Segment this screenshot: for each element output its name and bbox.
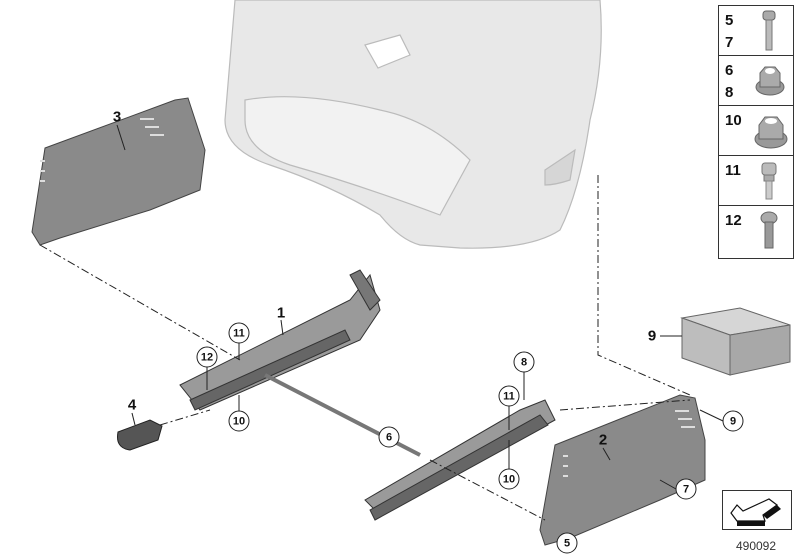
callout-11: 11 xyxy=(228,322,250,344)
bolt-icon xyxy=(762,10,776,51)
stud-bolt-icon xyxy=(761,162,777,200)
callout-2: 2 xyxy=(598,431,608,449)
torx-screw-icon xyxy=(760,211,778,249)
callout-9-circled: 9 xyxy=(722,410,744,432)
orientation-arrow-box xyxy=(722,490,792,530)
legend-number: 10 xyxy=(725,112,742,129)
legend-row-6-8: 6 8 xyxy=(719,56,793,106)
callout-10-right: 10 xyxy=(498,468,520,490)
callout-lines xyxy=(116,124,724,490)
flange-nut-icon xyxy=(754,116,788,149)
callout-6: 6 xyxy=(378,426,400,448)
legend-number: 7 xyxy=(725,34,734,51)
bracket-right xyxy=(539,394,706,546)
callout-4: 4 xyxy=(127,396,137,414)
callout-11-right: 11 xyxy=(498,385,520,407)
seat-rail-left xyxy=(179,269,381,411)
callout-5: 5 xyxy=(556,532,578,554)
legend-number: 8 xyxy=(725,84,734,101)
callout-8: 8 xyxy=(513,351,535,373)
fastener-legend: 5 7 6 8 10 11 12 xyxy=(718,5,794,259)
callout-10: 10 xyxy=(228,410,250,432)
seat-shell xyxy=(224,0,602,249)
callout-3: 3 xyxy=(112,108,122,126)
callout-12: 12 xyxy=(196,346,218,368)
callout-7: 7 xyxy=(675,478,697,500)
callout-9: 9 xyxy=(647,327,657,345)
legend-number: 11 xyxy=(725,162,741,179)
callout-1: 1 xyxy=(276,304,286,322)
legend-row-11: 11 xyxy=(719,156,793,206)
legend-row-12: 12 xyxy=(719,206,793,256)
direction-arrow-icon xyxy=(730,498,781,526)
legend-number: 6 xyxy=(725,62,734,79)
bracket-left-slots xyxy=(40,118,164,182)
foam-pad-box xyxy=(680,307,791,376)
diagram-number: 490092 xyxy=(735,539,777,553)
hex-nut-icon xyxy=(755,66,785,96)
legend-number: 12 xyxy=(725,212,742,229)
leader-lines xyxy=(39,175,691,521)
bracket-right-slots xyxy=(563,410,695,477)
legend-row-10: 10 xyxy=(719,106,793,156)
seat-rail-right xyxy=(364,399,556,521)
release-handle xyxy=(117,419,163,451)
legend-row-5-7: 5 7 xyxy=(719,6,793,56)
legend-number: 5 xyxy=(725,12,734,29)
